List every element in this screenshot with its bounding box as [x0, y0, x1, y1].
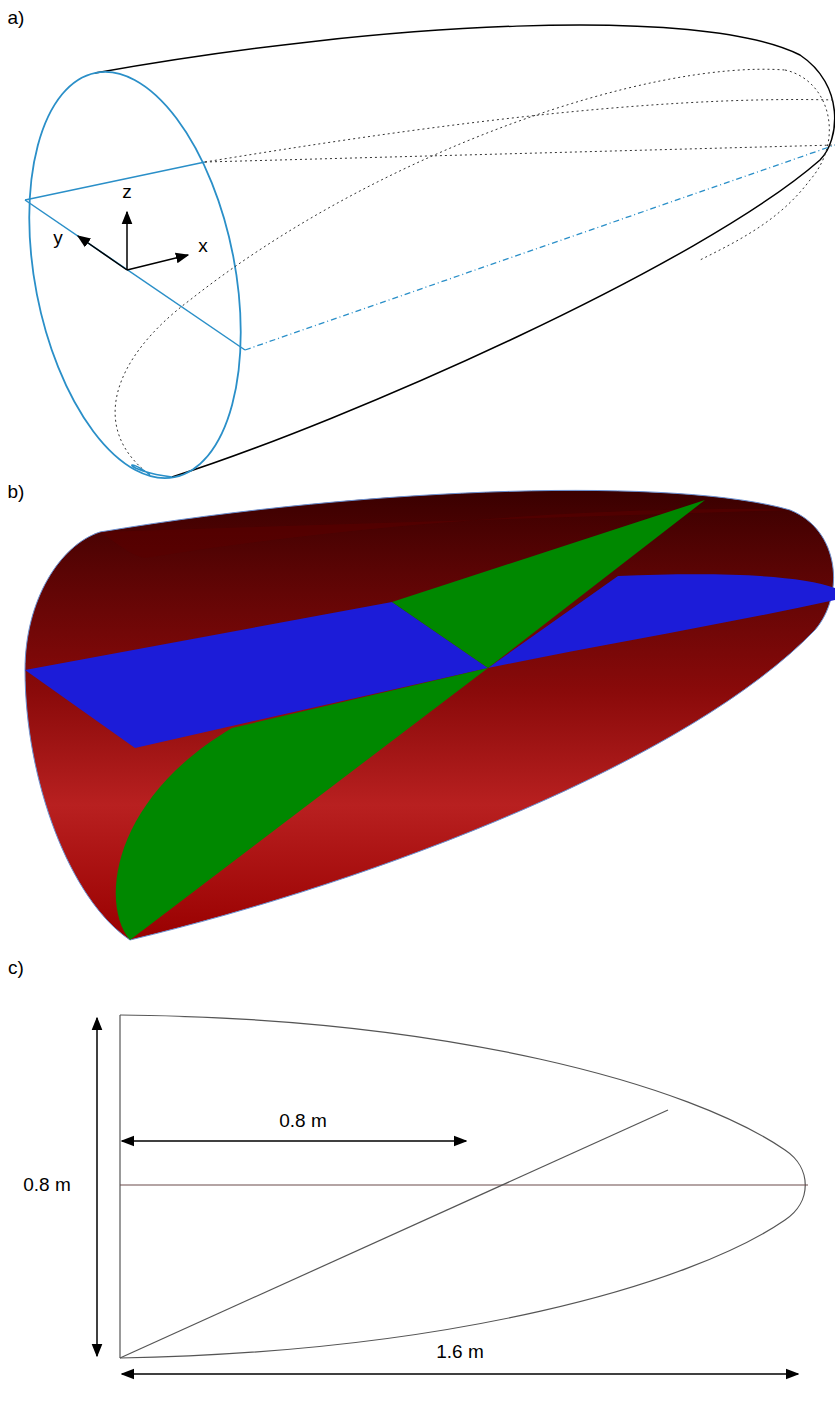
- axis-label: x: [198, 236, 208, 257]
- dimension-label: 0.8 m: [279, 1111, 327, 1132]
- dimension-arrows: [97, 1018, 798, 1374]
- axis-triad: [78, 212, 188, 270]
- side-view: [120, 1015, 808, 1358]
- panel-letter: c): [8, 958, 24, 979]
- axis-label: z: [122, 182, 132, 203]
- inclined-plane: [392, 500, 705, 668]
- panel-letter: a): [8, 8, 25, 29]
- axis-label: y: [53, 228, 63, 249]
- shell-render: [25, 490, 835, 940]
- dimension-label: 0.8 m: [23, 1175, 71, 1196]
- dimension-label: 1.6 m: [436, 1342, 484, 1363]
- wireframe-body: [0, 25, 835, 496]
- panel-letter: b): [8, 482, 25, 503]
